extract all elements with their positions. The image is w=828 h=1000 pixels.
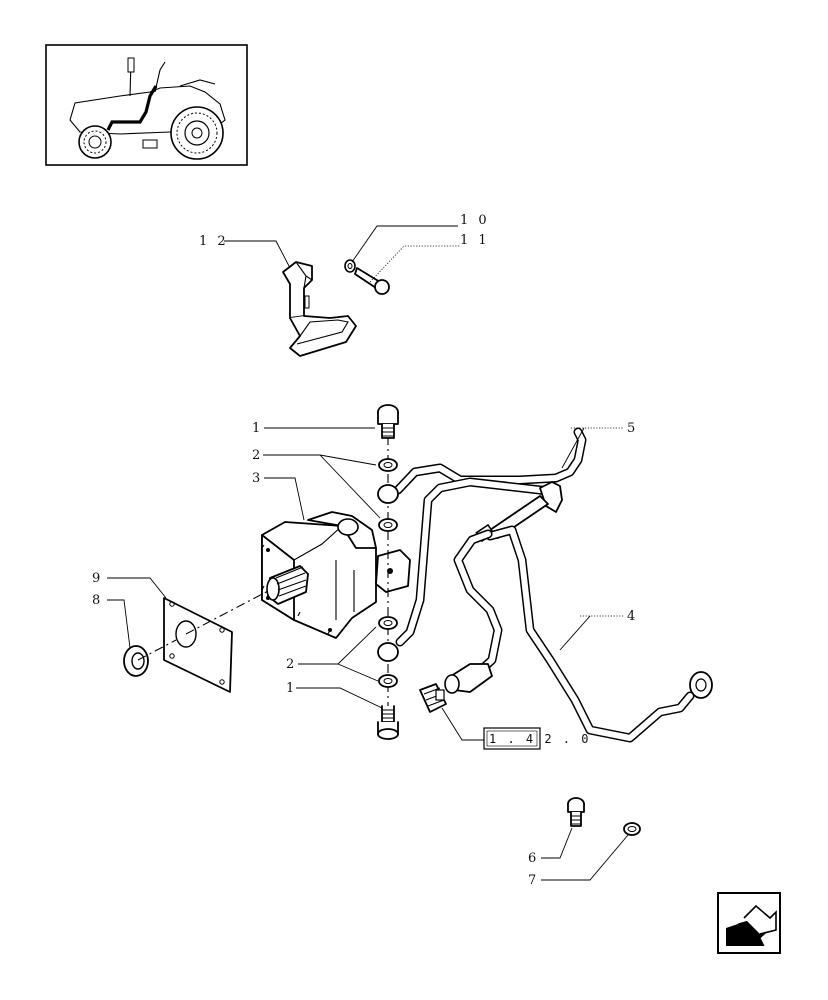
washer-top-2-part-2 bbox=[378, 518, 398, 532]
pump-part-3 bbox=[261, 511, 411, 639]
callout-7: 7 bbox=[528, 873, 539, 888]
previous-page-arrow-icon[interactable] bbox=[717, 892, 781, 954]
callout-6: 6 bbox=[528, 851, 539, 866]
pipe-part-4 bbox=[444, 525, 713, 743]
callout-2-top: 2 bbox=[252, 448, 263, 463]
leader-lines bbox=[107, 225, 629, 881]
reference-link-box[interactable]: 1 . 4 2 . 0 bbox=[483, 727, 590, 750]
callout-2-bottom: 2 bbox=[286, 657, 297, 672]
seal-ring-part-8 bbox=[123, 645, 149, 677]
washer-part-10 bbox=[344, 259, 356, 273]
callout-4: 4 bbox=[627, 609, 638, 624]
callout-9: 9 bbox=[92, 571, 103, 586]
callout-1-bottom: 1 bbox=[286, 681, 297, 696]
bracket-part-12 bbox=[282, 261, 357, 357]
bolt-part-11 bbox=[354, 267, 390, 295]
assembly-axis-horizontal bbox=[137, 589, 271, 661]
washer-bottom-1-part-2 bbox=[378, 616, 398, 630]
bolt-part-6 bbox=[567, 797, 585, 827]
callout-labels: 1 2 1 0 1 1 1 2 3 5 4 9 8 2 1 6 7 bbox=[92, 213, 638, 888]
callout-5: 5 bbox=[627, 421, 638, 436]
fitting-ref-1-42-0 bbox=[419, 683, 447, 713]
washer-top-1-part-2 bbox=[378, 458, 398, 472]
callout-11: 1 1 bbox=[460, 233, 490, 248]
reference-label[interactable]: 1 . 4 2 . 0 bbox=[489, 732, 590, 746]
banjo-bolt-top-part-1 bbox=[377, 404, 399, 439]
gasket-part-9 bbox=[163, 597, 233, 693]
callout-8: 8 bbox=[92, 593, 103, 608]
tractor-thumbnail-icon[interactable] bbox=[45, 44, 248, 166]
washer-part-7 bbox=[623, 822, 641, 836]
callout-10: 1 0 bbox=[460, 213, 490, 228]
callout-3: 3 bbox=[252, 471, 263, 486]
washer-bottom-2-part-2 bbox=[378, 674, 398, 688]
banjo-bolt-bottom-part-1 bbox=[377, 705, 399, 740]
callout-1-top: 1 bbox=[252, 421, 263, 436]
banjo-top bbox=[377, 484, 399, 504]
banjo-bottom bbox=[377, 642, 399, 662]
callout-12: 1 2 bbox=[199, 234, 229, 249]
